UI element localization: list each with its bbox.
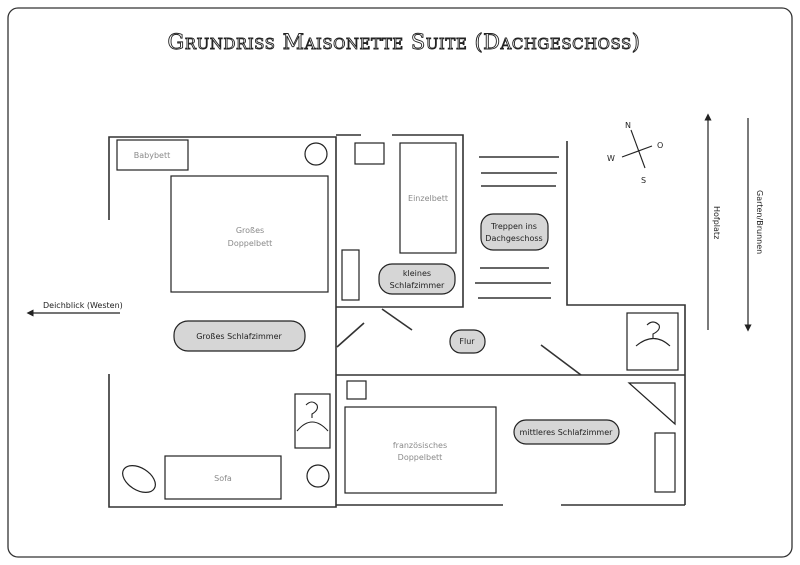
small-bedroom-badge [378, 263, 456, 295]
double-bed-label-1: Großes [236, 226, 264, 235]
middle-bedroom-badge [513, 419, 620, 445]
shelf [341, 249, 360, 301]
compass-north: N [625, 121, 631, 130]
large-bedroom-walls [108, 136, 337, 508]
middle-bedroom-label: mittleres Schlafzimmer [520, 428, 614, 437]
hanger-icon [635, 321, 671, 347]
nightstand [346, 380, 367, 400]
nightstand [354, 142, 385, 165]
compass-icon: N O W S [607, 121, 663, 185]
hallway-label: Flur [459, 337, 475, 346]
garden-label: Garten/Brunnen [755, 190, 764, 254]
french-bed-label-1: französisches [393, 441, 447, 450]
dresser [654, 432, 676, 493]
compass-west: W [607, 154, 615, 163]
small-bedroom-label-2: Schlafzimmer [390, 281, 445, 290]
compass-south: S [641, 176, 646, 185]
west-view-label: Deichblick (Westen) [43, 301, 123, 310]
single-bed [399, 142, 457, 254]
small-bedroom-walls [336, 134, 464, 308]
corner-shelf [627, 382, 676, 426]
page-border [7, 7, 793, 558]
door-large-bedroom [336, 322, 365, 348]
door-small-bedroom [381, 308, 413, 331]
page-title: Grundriss Maisonette Suite (Dachgeschoss… [168, 30, 641, 54]
hallway-badge [449, 329, 486, 354]
double-bed-label-2: Doppelbett [228, 239, 273, 248]
sofa [164, 455, 282, 500]
baby-bed [116, 139, 189, 171]
large-bedroom-label: Großes Schlafzimmer [196, 332, 282, 341]
round-table [304, 142, 328, 166]
stairs-badge [480, 213, 549, 251]
armchair [122, 465, 156, 493]
stair-hall-wall [566, 141, 686, 505]
french-bed-label-2: Doppelbett [398, 453, 443, 462]
wardrobe-large-bedroom [294, 393, 331, 449]
single-bed-label: Einzelbett [408, 194, 448, 203]
stair-steps [475, 156, 559, 299]
compass-east: O [657, 141, 663, 150]
baby-bed-label: Babybett [134, 151, 170, 160]
french-bed [344, 406, 497, 494]
sofa-label: Sofa [214, 474, 232, 483]
double-bed [170, 175, 329, 293]
door-middle-bedroom [540, 344, 582, 376]
courtyard-label: Hofplatz [712, 206, 721, 239]
hanger-icon [296, 401, 329, 432]
small-bedroom-label-1: kleines [403, 269, 431, 278]
large-bedroom-badge [173, 320, 306, 352]
stairs-label-1: Treppen ins [490, 222, 537, 231]
stairs-label-2: Dachgeschoss [485, 234, 542, 243]
side-table [306, 464, 330, 488]
